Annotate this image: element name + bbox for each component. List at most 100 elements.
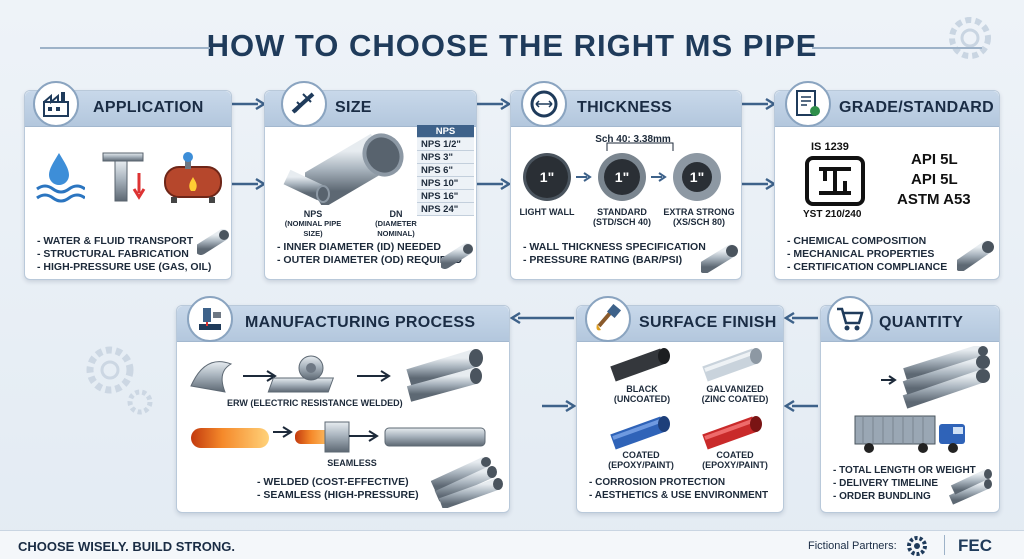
pipe-icon	[701, 244, 738, 273]
seamless-process-illustration	[191, 421, 486, 453]
truck-icon	[854, 415, 965, 453]
card-title: THICKNESS	[577, 99, 673, 116]
seamless-label: SEAMLESS	[327, 458, 377, 468]
manufacturing-process-card: MANUFACTURING PROCESS ERW (ELECTRIC RESI…	[176, 296, 510, 513]
nps-size-table: NPS NPS 1/2" NPS 3" NPS 6" NPS 10" NPS 1…	[417, 125, 474, 216]
dn-description: (DIAMETER NOMINAL)	[375, 219, 417, 238]
caliper-icon	[281, 81, 327, 127]
footer-divider	[944, 535, 945, 555]
black-pipe-icon	[610, 348, 670, 382]
wall-type-sub: (XS/SCH 80)	[672, 217, 725, 227]
slogan: CHOOSE WISELY. BUILD STRONG.	[18, 539, 235, 554]
flow-arrow-icon	[784, 311, 818, 325]
standard-label: API 5L	[911, 151, 958, 168]
flow-arrow-icon	[232, 177, 266, 191]
finish-name: GALVANIZED	[706, 384, 764, 394]
card-title: GRADE/STANDARD	[839, 99, 995, 116]
bullet-text: - SEAMLESS (HIGH-PRESSURE)	[257, 489, 419, 501]
gear-decoration-icon	[86, 346, 153, 415]
standard-label: ASTM A53	[897, 191, 971, 208]
table-header: NPS	[417, 125, 474, 138]
finish-name: COATED	[622, 450, 660, 460]
bullet-text: - HIGH-PRESSURE USE (GAS, OIL)	[37, 261, 212, 273]
isi-mark-logo	[805, 156, 865, 206]
dimension-bracket	[606, 142, 674, 151]
arrow-right-icon	[651, 172, 667, 182]
finish-name: BLACK	[626, 384, 658, 394]
table-row: NPS 16"	[417, 190, 474, 203]
red-coated-pipe-icon	[702, 416, 762, 450]
flow-arrow-icon	[784, 399, 818, 413]
blue-coated-pipe-icon	[610, 416, 670, 450]
nps-description: (NOMINAL PIPE SIZE)	[284, 219, 342, 238]
water-drop-icon	[36, 153, 85, 203]
bullet-text: - WELDED (COST-EFFECTIVE)	[257, 476, 409, 488]
pipe-cross-section-icon	[521, 81, 567, 127]
pipe-icon	[957, 240, 994, 271]
bullet-text: - WALL THICKNESS SPECIFICATION	[523, 241, 706, 253]
flow-arrow-icon	[742, 97, 776, 111]
wall-type-label: EXTRA STRONG	[663, 207, 735, 217]
gas-tank-icon	[164, 152, 222, 203]
pipe-bundle-icon	[431, 457, 503, 508]
gear-decoration-icon	[949, 17, 991, 59]
paint-brush-icon	[585, 296, 631, 342]
large-pipe-icon	[305, 133, 404, 205]
table-row: NPS 10"	[417, 177, 474, 190]
bullet-text: - INNER DIAMETER (ID) NEEDED	[277, 241, 441, 253]
yst-label: YST 210/240	[803, 209, 862, 220]
standard-label: API 5L	[911, 171, 958, 188]
flow-arrow-icon	[232, 97, 266, 111]
bullet-text: - AESTHETICS & USE ENVIRONMENT	[589, 490, 769, 501]
card-title: SURFACE FINISH	[639, 314, 777, 331]
finish-sub: (EPOXY/PAINT)	[702, 460, 768, 470]
galvanized-pipe-icon	[702, 348, 762, 382]
finish-sub: (EPOXY/PAINT)	[608, 460, 674, 470]
finish-name: COATED	[716, 450, 754, 460]
table-row: NPS 24"	[417, 203, 474, 216]
bullet-text: - WATER & FLUID TRANSPORT	[37, 235, 194, 247]
bullet-text: - MECHANICAL PROPERTIES	[787, 248, 935, 260]
pipe-bundle-icon	[948, 469, 992, 505]
bullet-text: - STRUCTURAL FABRICATION	[37, 248, 189, 260]
finish-sub: (ZINC COATED)	[701, 394, 769, 404]
table-row: NPS 1/2"	[417, 138, 474, 151]
quantity-card: QUANTITY - TOTAL LENGTH OR WEIGHT - DELI…	[820, 296, 1000, 513]
shopping-cart-icon	[827, 296, 873, 342]
partner-logo-text: FEC	[958, 536, 992, 555]
pipe-size-label: 1"	[540, 169, 554, 185]
partner-gear-logo	[907, 536, 927, 556]
flow-arrow-icon	[510, 311, 574, 325]
bullet-text: - TOTAL LENGTH OR WEIGHT	[833, 465, 976, 476]
flow-arrow-icon	[477, 97, 511, 111]
bullet-text: - DELIVERY TIMELINE	[833, 478, 939, 489]
thickness-card: THICKNESS Sch 40: 3.38mm 1" 1" 1" LIGHT …	[510, 81, 742, 280]
pipe-icon	[441, 243, 473, 269]
wall-type-sub: (STD/SCH 40)	[592, 217, 651, 227]
pipe-stack-icon	[837, 346, 990, 409]
card-title: QUANTITY	[879, 314, 964, 331]
card-title: APPLICATION	[93, 99, 204, 116]
pipe-size-label: 1"	[690, 169, 704, 185]
cnc-machine-icon	[187, 296, 233, 342]
surface-finish-card: SURFACE FINISH BLACK(UNCOATED) GALVANIZE…	[576, 296, 784, 513]
steel-beam-icon	[102, 152, 146, 202]
arrow-right-icon	[576, 172, 592, 182]
card-title: MANUFACTURING PROCESS	[245, 314, 476, 331]
pipe-size-label: 1"	[615, 169, 629, 185]
flow-arrow-icon	[742, 177, 776, 191]
standard-pipe-icon: 1"	[598, 153, 646, 201]
erw-process-illustration	[190, 349, 483, 402]
title-divider	[812, 47, 982, 49]
partners-label: Fictional Partners:	[808, 540, 897, 552]
extra-strong-pipe-icon: 1"	[673, 153, 721, 201]
table-row: NPS 6"	[417, 164, 474, 177]
bullet-text: - OUTER DIAMETER (OD) REQUIRED	[277, 254, 462, 266]
certificate-icon	[785, 81, 831, 127]
table-row: NPS 3"	[417, 151, 474, 164]
card-title: SIZE	[335, 99, 372, 116]
application-card: APPLICATION - WATER & FLUID TRANSPORT - …	[24, 81, 232, 280]
pipe-icon	[197, 229, 229, 255]
is-code-label: IS 1239	[811, 141, 849, 153]
grade-standard-card: GRADE/STANDARD IS 1239 YST 210/240 API 5…	[774, 81, 1000, 280]
